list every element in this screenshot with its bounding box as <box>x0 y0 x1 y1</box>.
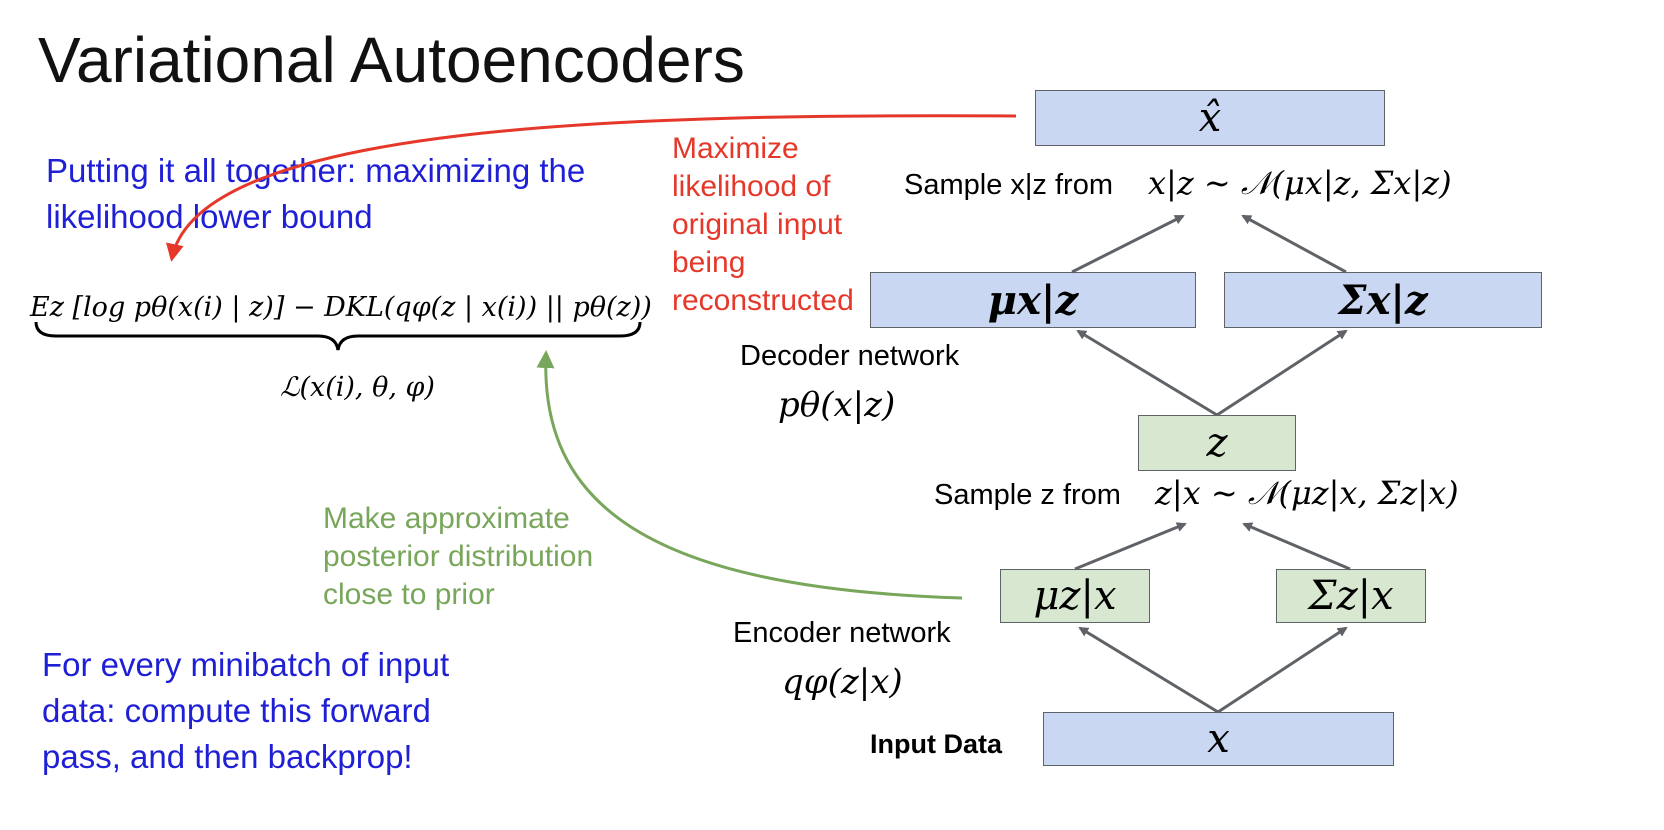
elbo-brace <box>34 321 642 351</box>
decoder-formula: pθ(x|z) <box>778 385 896 425</box>
decoder-mean-box: μx|z <box>870 272 1196 328</box>
encoder-covariance-box: Σz|x <box>1276 569 1426 623</box>
arrow-mu-z-to-sample <box>1074 522 1187 571</box>
reconstruction-box: x̂ <box>1035 90 1385 146</box>
sample-x-formula: x|z ∼ 𝒩(μx|z, Σx|z) <box>1148 164 1452 202</box>
input-data-label: Input Data <box>870 729 1002 759</box>
arrow-sigma-x-to-sample <box>1241 214 1347 274</box>
encoder-label: Encoder network <box>733 617 951 649</box>
latent-z-box: z <box>1138 415 1296 471</box>
elbo-label: ℒ(x(i), θ, φ) <box>280 372 435 403</box>
kl-annotation: Make approximate posterior distribution … <box>323 502 594 611</box>
arrow-mu-x-to-sample <box>1071 214 1185 274</box>
arrow-x-to-sigma-z <box>1217 626 1348 714</box>
decoder-label: Decoder network <box>740 340 960 372</box>
elbo-formula: Ez [log pθ(x(i) | z)] − DKL(qφ(z | x(i))… <box>30 292 652 323</box>
input-x-box: x <box>1043 712 1394 766</box>
training-note: For every minibatch of input data: compu… <box>42 646 450 775</box>
slide-title: Variational Autoencoders <box>38 24 745 96</box>
arrow-z-to-sigma-x <box>1216 329 1348 417</box>
sample-z-formula: z|x ∼ 𝒩(μz|x, Σz|x) <box>1155 474 1459 512</box>
encoder-formula: qφ(z|x) <box>782 662 903 702</box>
lower-bound-heading: Putting it all together: maximizing the … <box>46 152 586 235</box>
sample-x-label: Sample x|z from <box>904 169 1113 201</box>
arrow-sigma-z-to-sample <box>1242 522 1351 571</box>
sample-z-label: Sample z from <box>934 479 1121 511</box>
arrow-x-to-mu-z <box>1078 626 1219 714</box>
decoder-covariance-box: Σx|z <box>1224 272 1542 328</box>
reconstruction-annotation: Maximize likelihood of original input be… <box>672 132 854 317</box>
arrow-z-to-mu-x <box>1076 329 1218 417</box>
encoder-mean-box: μz|x <box>1000 569 1150 623</box>
